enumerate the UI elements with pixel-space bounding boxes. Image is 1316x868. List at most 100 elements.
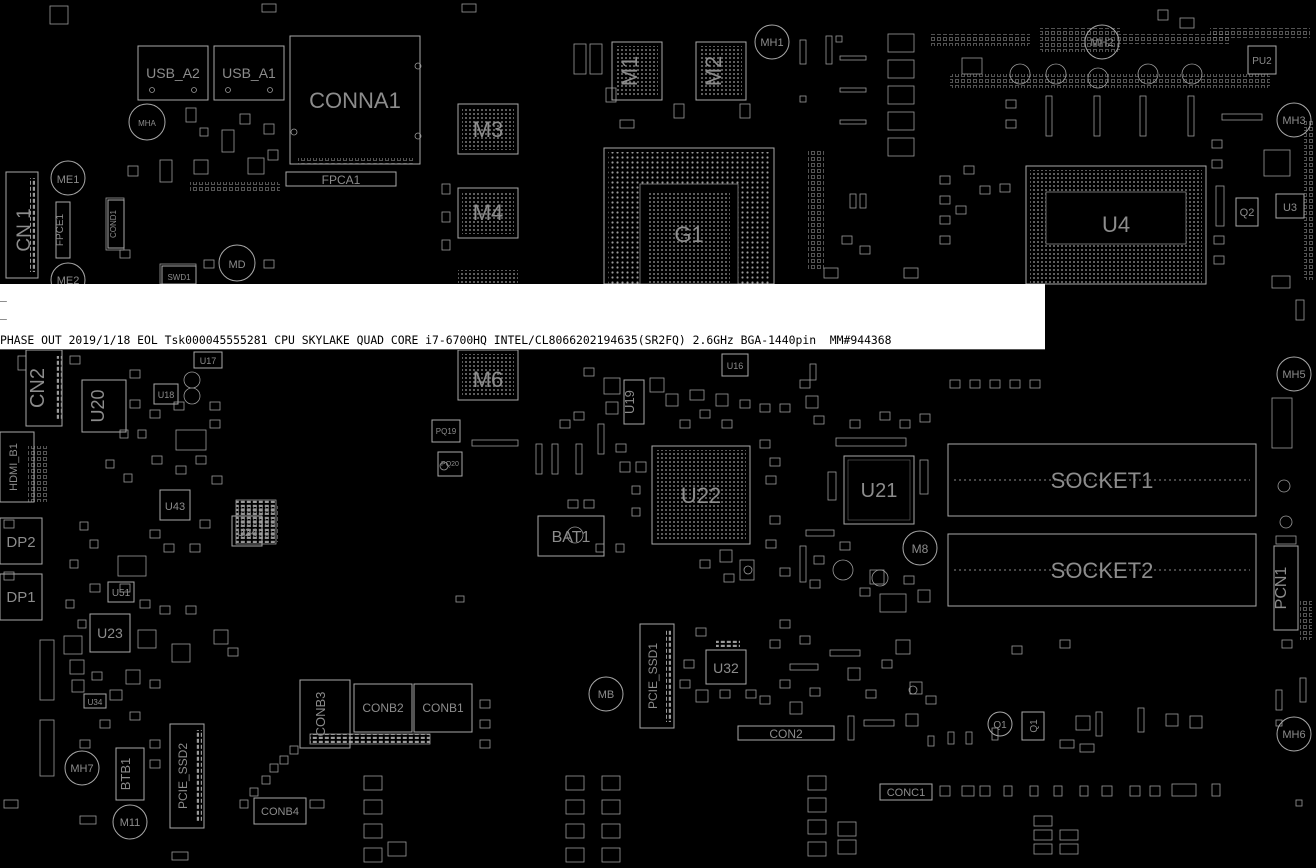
conb1-connector[interactable]: CONB1 [413,683,473,733]
svg-text:SWD1: SWD1 [167,273,191,282]
conc1-connector[interactable]: CONC1 [879,783,933,801]
svg-text:G1: G1 [674,222,703,247]
cn1-connector[interactable]: CN 1 [5,171,39,279]
u51-chip[interactable]: U51 [107,581,135,603]
u21-chip[interactable]: U21 [843,455,915,525]
u24-chip[interactable]: U24 [231,515,263,547]
mh5-mount-hole[interactable]: MH5 [1276,356,1312,392]
mh3-mount-hole[interactable]: MH3 [1276,102,1312,138]
m6-memory-chip[interactable]: M6 [457,349,519,401]
bat1-battery[interactable]: BAT1 [537,515,605,557]
conb4-connector[interactable]: CONB4 [253,797,307,825]
u19-chip[interactable]: U19 [622,379,645,425]
u43-chip[interactable]: U43 [159,489,191,521]
svg-text:MH7: MH7 [70,763,93,775]
svg-text:U4: U4 [1102,212,1130,237]
svg-text:CONB2: CONB2 [362,701,404,715]
svg-text:U24: U24 [237,527,257,539]
mb-mount-hole[interactable]: MB [588,676,624,712]
m4-memory-chip[interactable]: M4 [457,187,519,239]
mha-mount-hole[interactable]: MHA [128,103,166,141]
fpce1-connector[interactable]: FPCE1 [55,201,71,259]
conna1-connector[interactable]: CONNA1 [289,35,422,165]
svg-text:Q1: Q1 [1029,719,1040,733]
mh1-mount-hole[interactable]: MH1 [754,24,790,60]
svg-text:MH3: MH3 [1282,115,1305,127]
q1-transistor[interactable]: Q1 [987,711,1013,737]
svg-text:M3: M3 [473,117,504,142]
fpca1-connector[interactable]: FPCA1 [285,171,397,187]
svg-text:CON2: CON2 [769,727,803,741]
u17-chip[interactable]: U17 [193,351,223,369]
svg-text:MH6: MH6 [1282,729,1305,741]
tooltip-line-2: _ [0,306,7,320]
u16-chip[interactable]: U16 [721,353,749,377]
u32-chip[interactable]: U32 [705,640,747,685]
svg-text:PCIE_SSD2: PCIE_SSD2 [176,743,190,809]
svg-text:Q2: Q2 [1240,207,1255,219]
mh7-mount-hole[interactable]: MH7 [64,750,100,786]
svg-text:M2: M2 [701,56,726,87]
svg-text:M11: M11 [120,817,141,829]
m1-memory-chip[interactable]: M1 [611,41,663,101]
u4-cpu-chip[interactable]: U4 [1025,165,1207,285]
svg-text:U43: U43 [165,501,185,513]
conb2-connector[interactable]: CONB2 [353,683,413,733]
pcie-ssd2-connector[interactable]: PCIE_SSD2 [169,723,205,829]
md-mount-hole[interactable]: MD [218,244,256,282]
m3-memory-chip[interactable]: M3 [457,103,519,155]
usb-a2-connector[interactable]: USB_A2 [137,45,209,101]
con2-connector[interactable]: CON2 [737,725,835,741]
svg-text:HDMI_B1: HDMI_B1 [8,443,20,491]
svg-text:U32: U32 [713,660,739,676]
svg-text:DP1: DP1 [6,589,35,606]
svg-text:U22: U22 [681,483,721,508]
svg-text:DP2: DP2 [6,534,35,551]
socket1-slot[interactable]: SOCKET1 [947,443,1257,517]
svg-text:MB: MB [598,689,615,701]
swd1-switch[interactable]: SWD1 [161,265,197,285]
u34-chip[interactable]: U34 [83,693,107,709]
conb3-connector[interactable]: CONB3 [299,679,351,749]
svg-text:CN 1: CN 1 [14,208,35,251]
cn2-connector[interactable]: CN2 [25,349,63,427]
pu2-chip[interactable]: PU2 [1247,45,1277,75]
pq19-chip[interactable]: PQ19 [431,419,461,443]
pcie-ssd1-connector[interactable]: PCIE_SSD1 [639,623,675,729]
q1-transistor-b[interactable]: Q1 [1021,711,1045,741]
pq20-chip[interactable]: PQ20 [437,451,463,477]
svg-text:U19: U19 [622,390,637,414]
dp1-connector[interactable]: DP1 [0,573,43,621]
svg-text:CONC1: CONC1 [887,787,926,799]
u18-chip[interactable]: U18 [153,383,179,405]
svg-text:FPCA1: FPCA1 [322,173,361,187]
svg-text:M6: M6 [473,367,504,392]
usb-a1-connector[interactable]: USB_A1 [213,45,285,101]
mh2-mount-hole[interactable]: MH2 [1084,24,1120,60]
dp2-connector[interactable]: DP2 [0,517,43,565]
svg-text:Q1: Q1 [993,720,1007,731]
svg-text:BTB1: BTB1 [118,758,133,791]
u22-pch-chip[interactable]: U22 [651,445,751,545]
mh6-mount-hole[interactable]: MH6 [1276,716,1312,752]
svg-text:USB_A1: USB_A1 [222,65,276,81]
g1-gpu-chip[interactable]: G1 [603,147,775,285]
q2-transistor[interactable]: Q2 [1235,197,1259,227]
btb1-connector[interactable]: BTB1 [115,747,145,801]
me1-mount-hole[interactable]: ME1 [50,160,86,196]
cond1-connector[interactable]: COND1 [107,199,125,249]
hdmi-b1-connector[interactable]: HDMI_B1 [0,431,35,503]
svg-text:USB_A2: USB_A2 [146,65,200,81]
svg-text:PCIE_SSD1: PCIE_SSD1 [646,643,660,709]
m11-mount-hole[interactable]: M11 [112,804,148,840]
u23-chip[interactable]: U23 [89,613,131,653]
u20-chip[interactable]: U20 [81,379,127,433]
m8-mount-hole[interactable]: M8 [902,530,938,566]
u3-chip[interactable]: U3 [1275,193,1305,219]
pcn1-connector[interactable]: PCN1 [1273,545,1299,631]
m2-memory-chip[interactable]: M2 [695,41,747,101]
svg-text:U3: U3 [1283,202,1297,214]
svg-text:M4: M4 [473,200,504,225]
socket2-slot[interactable]: SOCKET2 [947,533,1257,607]
